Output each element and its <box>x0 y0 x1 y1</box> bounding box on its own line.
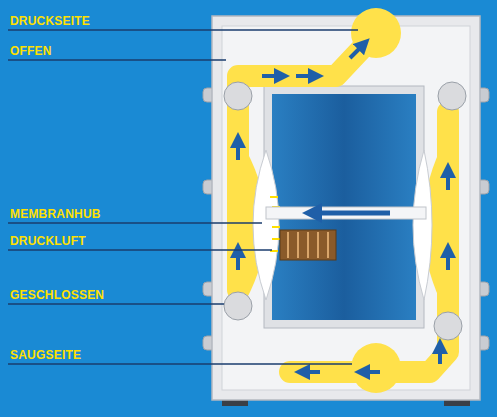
part-label: SAUGSEITE <box>10 348 81 362</box>
part-label: DRUCKSEITE <box>10 14 90 28</box>
part-label: DRUCKLUFT <box>10 234 86 248</box>
part-label: GESCHLOSSEN <box>10 288 104 302</box>
part-label: MEMBRANHUB <box>10 207 101 221</box>
part-label: OFFEN <box>10 44 52 58</box>
